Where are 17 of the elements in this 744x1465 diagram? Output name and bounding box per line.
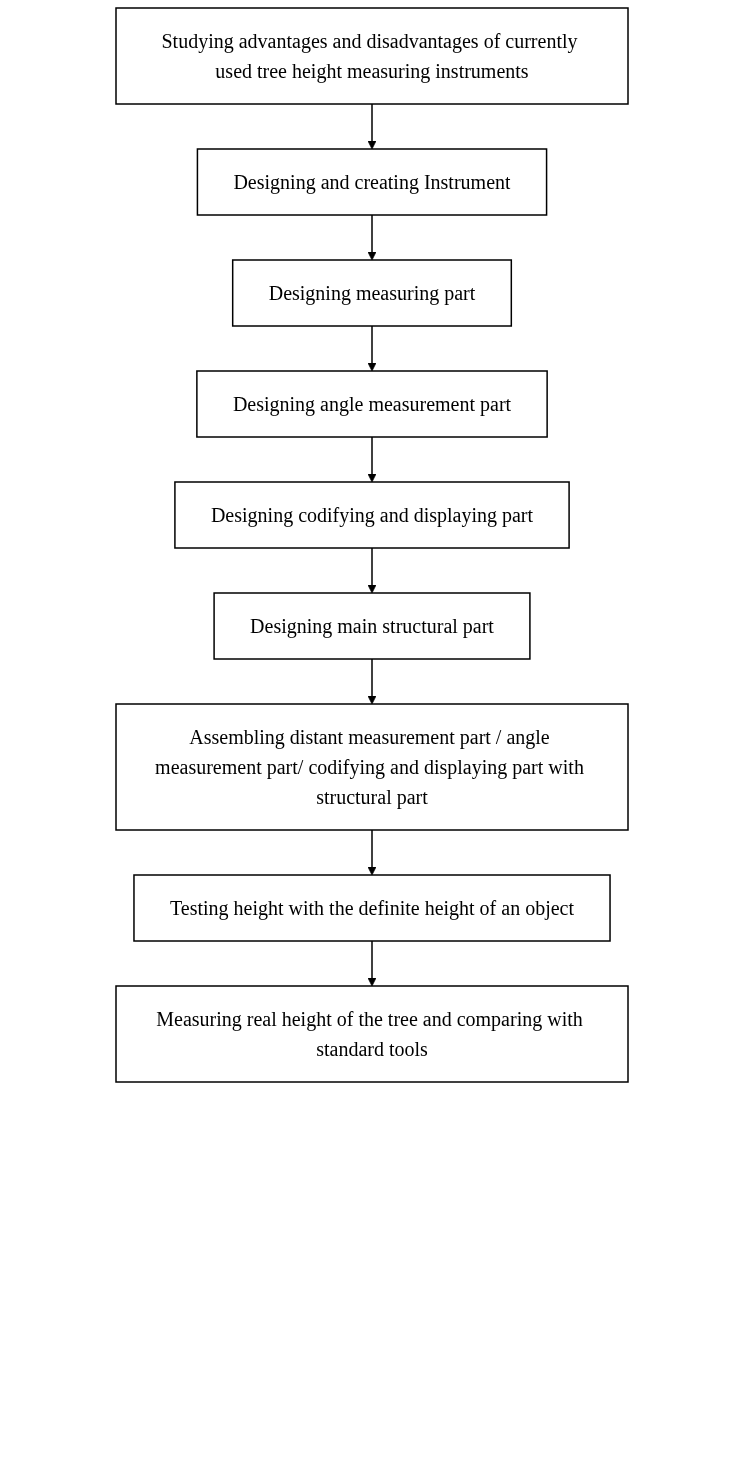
arrow xyxy=(367,436,377,483)
arrow xyxy=(367,325,377,372)
arrow xyxy=(367,658,377,705)
node-box: Designing main structural part xyxy=(213,592,531,660)
arrow xyxy=(367,103,377,150)
node-box: Assembling distant measurement part / angle measurement part/ codifying and displaying part with structural part xyxy=(115,703,629,831)
node-box: Studying advantages and disadvantages of currently used tree height measuring instruments xyxy=(115,7,629,105)
node-box: Testing height with the definite height of an object xyxy=(133,874,611,942)
arrow xyxy=(367,940,377,987)
node-box: Designing codifying and displaying part xyxy=(174,481,570,549)
node-box: Measuring real height of the tree and comparing with standard tools xyxy=(115,985,629,1083)
arrow xyxy=(367,547,377,594)
arrow xyxy=(367,214,377,261)
node-box: Designing angle measurement part xyxy=(196,370,548,438)
arrow xyxy=(367,829,377,876)
node-box: Designing and creating Instrument xyxy=(196,148,548,216)
node-box: Designing measuring part xyxy=(231,259,513,327)
